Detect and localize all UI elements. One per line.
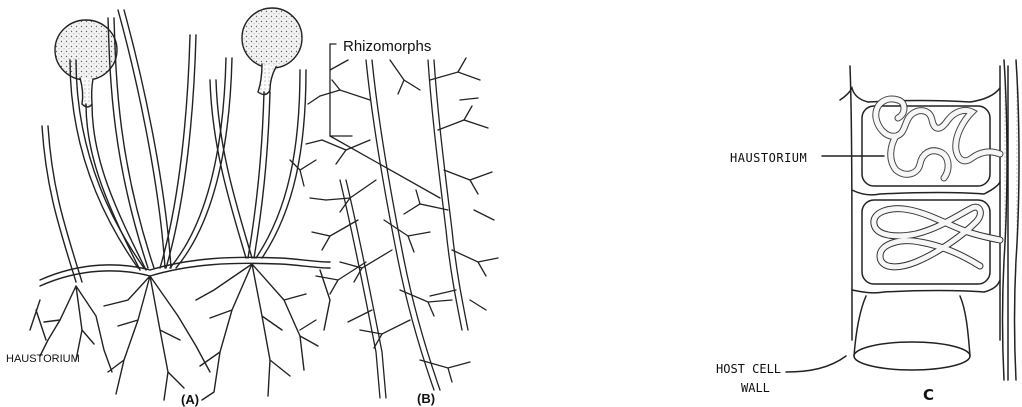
sporangium-right [242, 8, 302, 68]
haustorium-label-c: HAUSTORIUM [730, 151, 807, 165]
rhizomorphs-label: Rhizomorphs [343, 38, 431, 55]
host-cell-wall-label-line1: HOST CELL [716, 362, 781, 376]
panel-b-label: (B) [417, 391, 435, 406]
panel-c-label: C [923, 386, 934, 404]
host-cell-wall-left [850, 66, 852, 340]
panel-a-drawing [30, 8, 330, 400]
haustorium-label-left: HAUSTORIUM [6, 353, 80, 365]
panel-a-label: (A) [181, 392, 199, 407]
panel-c-drawing [786, 60, 1019, 380]
panel-b-drawing [290, 44, 498, 398]
intercellular-hypha [1003, 60, 1020, 380]
host-cell-wall-label-line2: WALL [741, 381, 770, 395]
